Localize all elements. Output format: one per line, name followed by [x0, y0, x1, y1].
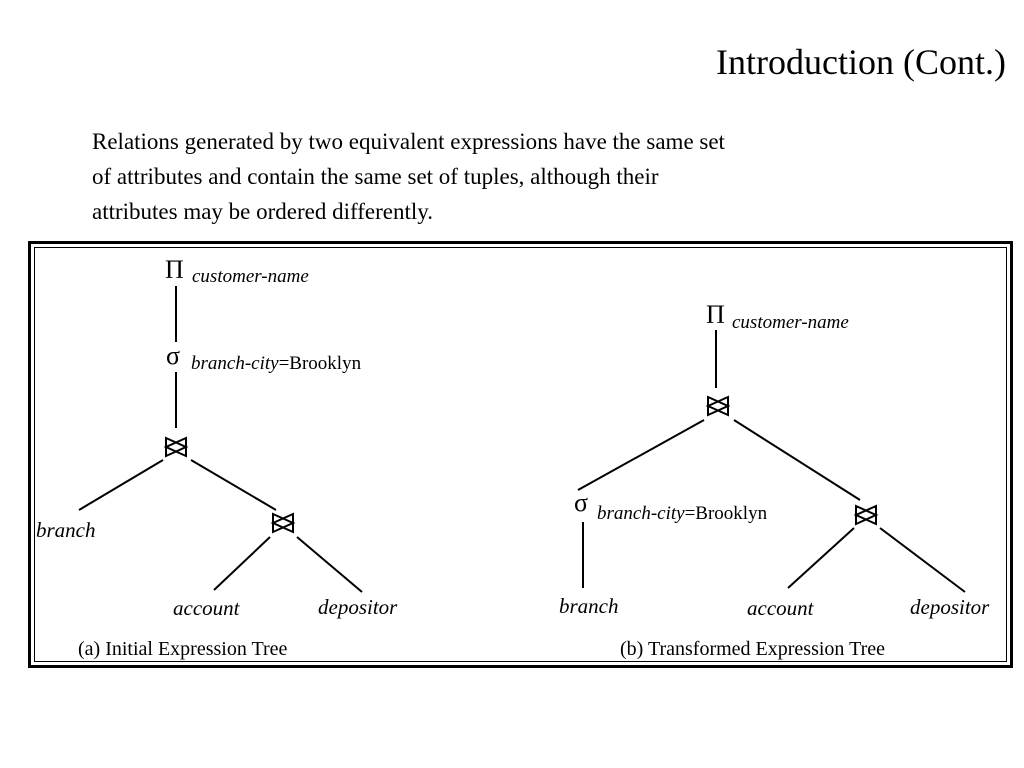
intro-line-3: attributes may be ordered differently. — [92, 199, 434, 224]
figure-frame — [28, 241, 1013, 668]
slide-title: Introduction (Cont.) — [716, 42, 1006, 82]
intro-line-2: of attributes and contain the same set o… — [92, 164, 659, 189]
intro-line-1: Relations generated by two equivalent ex… — [92, 129, 725, 154]
figure-frame-inner-border — [34, 247, 1007, 662]
intro-paragraph: Relations generated by two equivalent ex… — [92, 124, 892, 229]
